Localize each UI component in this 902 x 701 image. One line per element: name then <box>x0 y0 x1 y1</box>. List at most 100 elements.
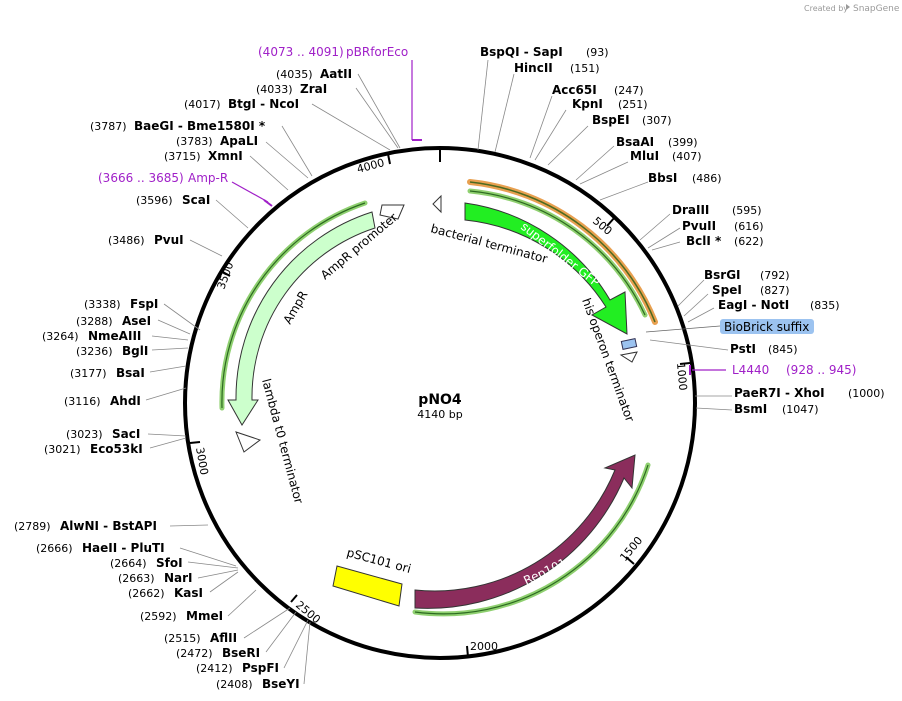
site-kasi-pos: (2662) <box>128 587 165 600</box>
site-pvui-pos: (3486) <box>108 234 145 247</box>
site-bseyi[interactable]: BseYI <box>262 677 300 691</box>
site-bsrgi[interactable]: BsrGI <box>704 268 741 282</box>
site-bsmi-pos: (1047) <box>782 403 819 416</box>
site-kasi[interactable]: KasI <box>174 586 203 600</box>
snapgene-logo-icon <box>846 4 850 10</box>
site-eagi-noti[interactable]: EagI - NotI <box>718 298 789 312</box>
site-btgi-ncoi-pos: (4017) <box>184 98 221 111</box>
site-mmei-pos: (2592) <box>140 610 177 623</box>
site-nari[interactable]: NarI <box>164 571 193 585</box>
gfp-primer-track-line <box>469 190 646 316</box>
site-aatii-pos: (4035) <box>276 68 313 81</box>
site-aflii-pos: (2515) <box>164 632 201 645</box>
rep101-feature[interactable] <box>414 454 636 609</box>
biobrick-suffix-box[interactable] <box>720 319 814 334</box>
tick-label-1000: 1000 <box>674 362 689 391</box>
site-bcli[interactable]: BclI * <box>686 234 722 248</box>
site-bsmi[interactable]: BsmI <box>734 402 767 416</box>
ampr-primer-track-line <box>221 202 366 409</box>
site-xmni[interactable]: XmnI <box>208 149 243 163</box>
site-fspi[interactable]: FspI <box>130 297 158 311</box>
site-xmni-pos: (3715) <box>164 150 201 163</box>
tick-marks <box>189 153 691 658</box>
site-haeii-pos: (2666) <box>36 542 73 555</box>
site-apali[interactable]: ApaLI <box>220 134 258 148</box>
site-spei[interactable]: SpeI <box>712 283 742 297</box>
site-asei[interactable]: AseI <box>122 314 151 328</box>
site-paer7i-xhoi[interactable]: PaeR7I - XhoI <box>734 386 825 400</box>
site-acc65i[interactable]: Acc65I <box>552 83 597 97</box>
site-ahdi-pos: (3116) <box>64 395 101 408</box>
site-btgi-ncoi[interactable]: BtgI - NcoI <box>228 97 299 111</box>
superfolder-gfp-feature[interactable] <box>464 202 628 335</box>
site-bgli[interactable]: BglI <box>122 344 148 358</box>
site-bsaai[interactable]: BsaAI <box>616 135 654 149</box>
plasmid-size: 4140 bp <box>417 408 462 421</box>
site-haeii-pluti[interactable]: HaeII - PluTI <box>82 541 165 555</box>
site-bspqi-sapi[interactable]: BspQI - SapI <box>480 45 563 59</box>
site-kpni-pos: (251) <box>618 98 648 111</box>
site-alwni-pos: (2789) <box>14 520 51 533</box>
site-bspei[interactable]: BspEI <box>592 113 630 127</box>
site-bseri-pos: (2472) <box>176 647 213 660</box>
primer-pbrforeco-name[interactable]: pBRforEco <box>346 45 408 59</box>
site-aatii[interactable]: AatII <box>320 67 352 81</box>
site-kpni[interactable]: KpnI <box>572 97 603 111</box>
site-nmeaiii[interactable]: NmeAIII <box>88 329 141 343</box>
site-mmei[interactable]: MmeI <box>186 609 223 623</box>
site-pspfi[interactable]: PspFI <box>242 661 279 675</box>
site-eagi-noti-pos: (835) <box>810 299 840 312</box>
site-pspfi-pos: (2412) <box>196 662 233 675</box>
site-sfoi-pos: (2664) <box>110 557 147 570</box>
lambda-t0-terminator-label: lambda t0 terminator <box>259 377 306 505</box>
site-alwni-bstapi[interactable]: AlwNI - BstAPI <box>60 519 157 533</box>
site-mlui[interactable]: MluI <box>630 149 659 163</box>
site-psti[interactable]: PstI <box>730 342 756 356</box>
site-bseri[interactable]: BseRI <box>222 646 260 660</box>
site-paer7i-xhoi-pos: (1000) <box>848 387 885 400</box>
site-baegi-bme1580i[interactable]: BaeGI - Bme1580I * <box>134 119 266 133</box>
primer-ampr-name[interactable]: Amp-R <box>188 171 228 185</box>
site-bspqi-sapi-pos: (93) <box>586 46 609 59</box>
psc101-ori-feature[interactable] <box>332 565 403 607</box>
site-saci[interactable]: SacI <box>112 427 140 441</box>
site-zrai[interactable]: ZraI <box>300 82 327 96</box>
site-aflii[interactable]: AflII <box>210 631 237 645</box>
site-zrai-pos: (4033) <box>256 83 293 96</box>
site-pvuii[interactable]: PvuII <box>682 219 716 233</box>
site-acc65i-pos: (247) <box>614 84 644 97</box>
tick-label-3500: 3500 <box>215 260 237 291</box>
site-bsai[interactable]: BsaI <box>116 366 145 380</box>
site-nari-pos: (2663) <box>118 572 155 585</box>
plasmid-name: pNO4 <box>418 392 462 408</box>
site-pvuii-pos: (616) <box>734 220 764 233</box>
biobrick-suffix-feature[interactable] <box>620 338 638 350</box>
site-hincii[interactable]: HincII <box>514 61 553 75</box>
lambda-terminator-arrow <box>235 431 262 453</box>
site-draiii-pos: (595) <box>732 204 762 217</box>
site-hincii-pos: (151) <box>570 62 600 75</box>
site-draiii[interactable]: DraIII <box>672 203 709 217</box>
brand-text: SnapGene <box>853 4 900 14</box>
site-bbsi[interactable]: BbsI <box>648 171 677 185</box>
site-leader-lines <box>145 59 733 685</box>
site-bsrgi-pos: (792) <box>760 269 790 282</box>
site-bseyi-pos: (2408) <box>216 678 253 691</box>
ampr-feature[interactable] <box>227 211 376 426</box>
site-sfoi[interactable]: SfoI <box>156 556 183 570</box>
primer-l4440-name[interactable]: L4440 <box>732 363 769 377</box>
site-baegi-pos: (3787) <box>90 120 127 133</box>
site-scai[interactable]: ScaI <box>182 193 210 207</box>
biobrick-leader <box>645 325 721 333</box>
primer-markers <box>231 60 726 375</box>
credit-text: Created by <box>804 4 848 13</box>
site-pvui[interactable]: PvuI <box>154 233 184 247</box>
orange-track-inner <box>469 181 656 323</box>
bacterial-terminator-arrow <box>432 194 442 214</box>
site-bcli-pos: (622) <box>734 235 764 248</box>
site-eco53ki[interactable]: Eco53kI <box>90 442 143 456</box>
primer-ampr-range: (3666 .. 3685) <box>98 171 184 185</box>
site-ahdi[interactable]: AhdI <box>110 394 141 408</box>
primer-l4440-range: (928 .. 945) <box>786 363 856 377</box>
tick-label-3000: 3000 <box>193 446 211 476</box>
